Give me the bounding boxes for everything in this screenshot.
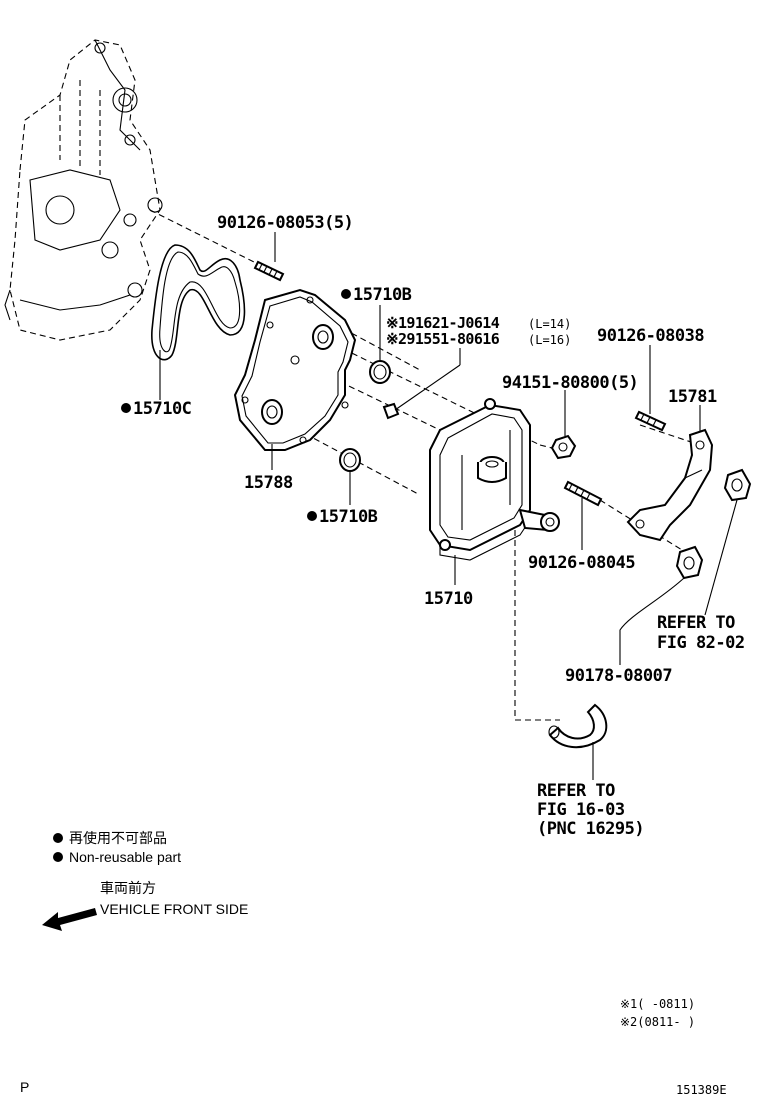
bracket-15781	[626, 405, 714, 542]
label-oring-bottom: 15710B	[319, 507, 378, 527]
label-nut: 94151-80800(5)	[502, 373, 638, 393]
label-refer1-line1: REFER TO	[657, 613, 735, 633]
corner-left: P	[20, 1079, 29, 1095]
label-stud-mid: 90126-08045	[528, 553, 635, 573]
non-reusable-marker	[307, 511, 317, 521]
oil-cooler-15710	[429, 398, 560, 585]
hose	[548, 703, 608, 780]
label-refer2-line2: FIG 16-03	[537, 800, 625, 820]
grommet-upper	[704, 468, 752, 616]
oring-bottom	[339, 448, 361, 505]
label-bracket: 15781	[668, 387, 717, 407]
assembly-axes	[149, 209, 701, 721]
label-bolt-alt-2-len: (L=16)	[528, 333, 571, 347]
bolt-small	[382, 364, 461, 420]
legend-front-en: VEHICLE FRONT SIDE	[100, 901, 248, 917]
grommet-lower	[619, 545, 704, 665]
label-cooler: 15710	[424, 589, 473, 609]
gasket-15710c	[151, 244, 246, 400]
label-stud-right: 90126-08038	[597, 326, 704, 346]
label-oring-top: 15710B	[353, 285, 412, 305]
legend-en: Non-reusable part	[69, 849, 181, 865]
label-bolt-top: 90126-08053(5)	[217, 213, 353, 233]
stud-mid	[563, 480, 603, 550]
plate-15788	[233, 288, 357, 470]
legend-dot	[53, 833, 63, 843]
non-reusable-marker	[121, 403, 131, 413]
front-arrow-icon	[42, 908, 97, 931]
legend-front-jp: 車両前方	[100, 880, 156, 896]
legend: 再使用不可部品 Non-reusable part 車両前方 VEHICLE F…	[42, 830, 248, 931]
label-refer2-line1: REFER TO	[537, 781, 615, 801]
non-reusable-marker	[341, 289, 351, 299]
label-refer1-line2: FIG 82-02	[657, 633, 745, 653]
legend-dot	[53, 852, 63, 862]
nut	[550, 390, 577, 460]
footnote-2: ※2(0811- )	[620, 1015, 695, 1029]
label-plate: 15788	[244, 473, 293, 493]
label-bolt-alt-1: ※191621-J0614	[386, 314, 500, 332]
stud-right	[634, 345, 667, 432]
label-bolt-alt-2: ※291551-80616	[386, 330, 500, 348]
engine-block	[4, 39, 163, 341]
label-refer2-line3: (PNC 16295)	[537, 819, 644, 839]
label-gasket-left: 15710C	[133, 399, 191, 419]
oring-top	[369, 305, 391, 384]
figure-id: 151389E	[676, 1083, 727, 1097]
legend-jp: 再使用不可部品	[69, 830, 167, 846]
footnote-1: ※1( -0811)	[620, 997, 695, 1011]
bolt-top	[253, 232, 285, 282]
label-grommet: 90178-08007	[565, 666, 672, 686]
label-bolt-alt-1-len: (L=14)	[528, 317, 571, 331]
